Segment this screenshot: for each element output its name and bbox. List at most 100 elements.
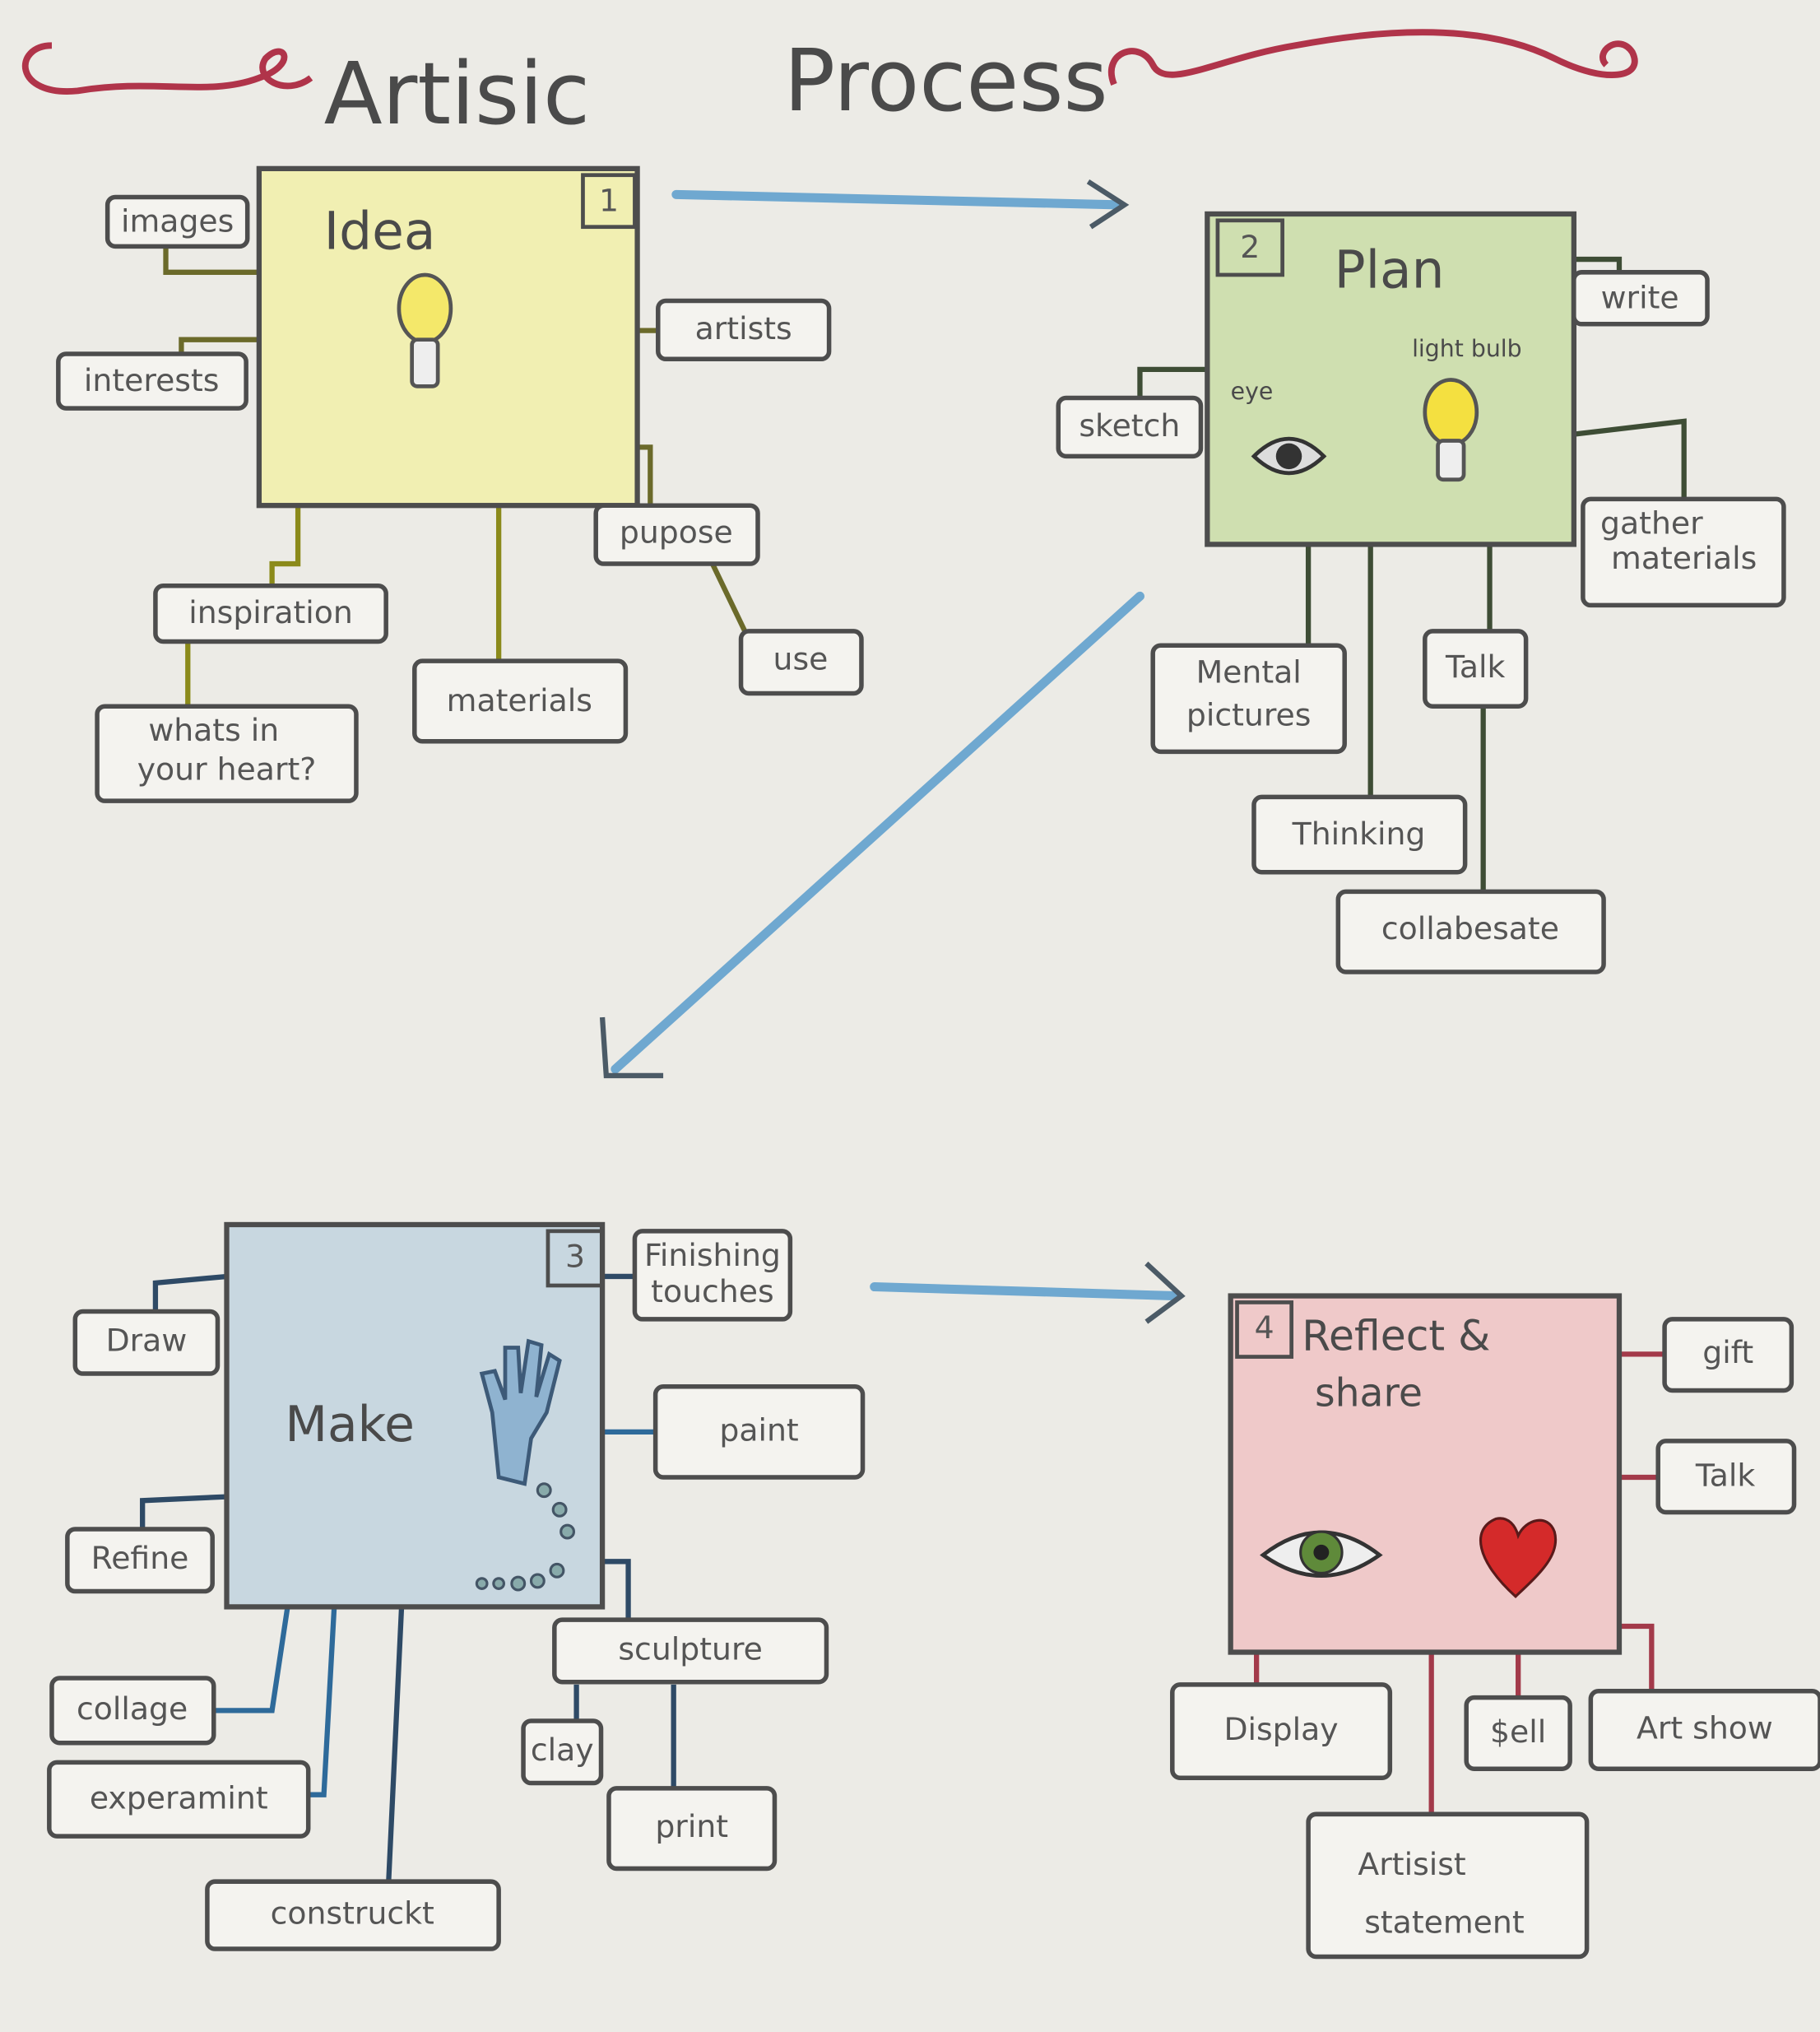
svg-text:interests: interests: [84, 362, 220, 398]
step-number-box: [581, 173, 637, 230]
svg-text:Finishing: Finishing: [644, 1237, 781, 1273]
svg-text:Art show: Art show: [1637, 1709, 1773, 1746]
step-title: Plan: [1335, 240, 1445, 300]
label-interests: interests: [56, 351, 248, 411]
step-number: 1: [599, 182, 619, 218]
label-mental-pictures: Mental pictures: [1150, 643, 1347, 755]
step-number: 3: [565, 1238, 585, 1274]
svg-text:collage: collage: [77, 1690, 188, 1727]
svg-text:use: use: [773, 641, 829, 677]
svg-text:$ell: $ell: [1490, 1713, 1546, 1750]
svg-text:Talk: Talk: [1695, 1457, 1755, 1493]
label-print: print: [606, 1786, 778, 1872]
svg-text:materials: materials: [447, 682, 592, 718]
svg-text:touches: touches: [651, 1273, 773, 1309]
label-talk: Talk: [1423, 629, 1529, 709]
bulb-caption: light bulb: [1412, 335, 1522, 362]
label-refine: Refine: [65, 1527, 215, 1594]
title-word-1: Artisic: [324, 44, 590, 144]
label-display: Display: [1170, 1682, 1393, 1780]
arrow-make-to-reflect: [870, 1261, 1186, 1324]
step-plan: 2 Plan eye light bulb write sketch gathe…: [1056, 211, 1786, 974]
eye-caption: eye: [1231, 378, 1274, 405]
label-artists: artists: [656, 298, 832, 362]
label-use: use: [738, 629, 864, 696]
svg-text:gather: gather: [1600, 505, 1703, 541]
hand-icon: [479, 1338, 562, 1486]
svg-text:print: print: [655, 1808, 728, 1844]
arrow-plan-to-make: [599, 591, 1144, 1079]
step-title-line-1: Reflect &: [1302, 1312, 1490, 1360]
svg-text:gift: gift: [1702, 1334, 1753, 1370]
svg-text:paint: paint: [719, 1411, 798, 1448]
label-images: images: [104, 194, 250, 249]
svg-text:Thinking: Thinking: [1292, 816, 1426, 852]
label-artist-statement: Artisist statement: [1306, 1811, 1590, 1960]
label-inspiration: inspiration: [153, 584, 388, 644]
idea-box: [256, 165, 640, 509]
label-collaborate: collabesate: [1335, 889, 1606, 974]
heart-icon: [1479, 1517, 1558, 1598]
step-number-box: [546, 1229, 605, 1288]
eye-icon: [1260, 1530, 1383, 1578]
lightbulb-icon: [397, 272, 453, 388]
step-number-box: [1215, 218, 1284, 277]
lightbulb-icon: [1423, 378, 1479, 482]
label-purpose: pupose: [593, 503, 760, 566]
label-sketch: sketch: [1056, 395, 1204, 459]
eye-icon: [1251, 436, 1327, 476]
svg-text:artists: artists: [695, 310, 792, 346]
step-title-line-2: share: [1315, 1370, 1423, 1416]
svg-text:materials: materials: [1611, 540, 1757, 576]
svg-text:Refine: Refine: [91, 1540, 189, 1576]
label-write: write: [1572, 270, 1710, 327]
svg-text:sketch: sketch: [1079, 407, 1180, 444]
step-number-box: [1235, 1300, 1294, 1359]
svg-text:your heart?: your heart?: [137, 751, 317, 787]
plan-box: [1205, 211, 1577, 547]
label-paint: paint: [652, 1384, 866, 1480]
svg-text:Artisist: Artisist: [1358, 1846, 1465, 1882]
bubbles-decoration: [475, 1482, 576, 1592]
svg-text:Display: Display: [1223, 1711, 1338, 1747]
title-word-2: Process: [783, 31, 1107, 131]
label-sell: $ell: [1464, 1695, 1572, 1771]
step-idea: 1 Idea images interests artists pupose u…: [56, 165, 864, 803]
svg-text:inspiration: inspiration: [188, 594, 353, 630]
svg-text:sculpture: sculpture: [618, 1630, 763, 1667]
label-collage: collage: [49, 1676, 216, 1746]
label-clay: clay: [521, 1718, 604, 1786]
svg-text:Draw: Draw: [106, 1323, 188, 1359]
reflect-box: [1228, 1293, 1623, 1655]
svg-text:pupose: pupose: [620, 514, 733, 550]
svg-text:Mental: Mental: [1196, 653, 1302, 690]
title-swirls: [21, 29, 1638, 95]
svg-text:construckt: construckt: [271, 1895, 434, 1932]
step-number: 4: [1255, 1309, 1274, 1346]
step-number: 2: [1240, 229, 1260, 265]
label-experiment: experamint: [47, 1760, 311, 1839]
label-thinking: Thinking: [1251, 794, 1468, 875]
svg-text:write: write: [1601, 279, 1679, 315]
label-materials: materials: [412, 658, 629, 744]
label-art-show: Art show: [1588, 1688, 1820, 1771]
svg-text:collabesate: collabesate: [1381, 910, 1559, 946]
svg-text:clay: clay: [531, 1732, 594, 1768]
arrow-idea-to-plan: [671, 179, 1130, 230]
svg-text:pictures: pictures: [1186, 696, 1312, 732]
svg-text:Talk: Talk: [1445, 649, 1505, 685]
svg-text:experamint: experamint: [90, 1779, 268, 1816]
step-reflect: 4 Reflect & share gift Talk Display $ell…: [1170, 1293, 1820, 1960]
svg-text:statement: statement: [1364, 1904, 1524, 1941]
svg-text:whats in: whats in: [148, 712, 279, 748]
svg-text:images: images: [121, 202, 234, 239]
label-sculpture: sculpture: [552, 1617, 829, 1685]
step-title: Idea: [324, 201, 436, 261]
step-title: Make: [285, 1396, 415, 1453]
label-construct: construckt: [205, 1879, 501, 1951]
